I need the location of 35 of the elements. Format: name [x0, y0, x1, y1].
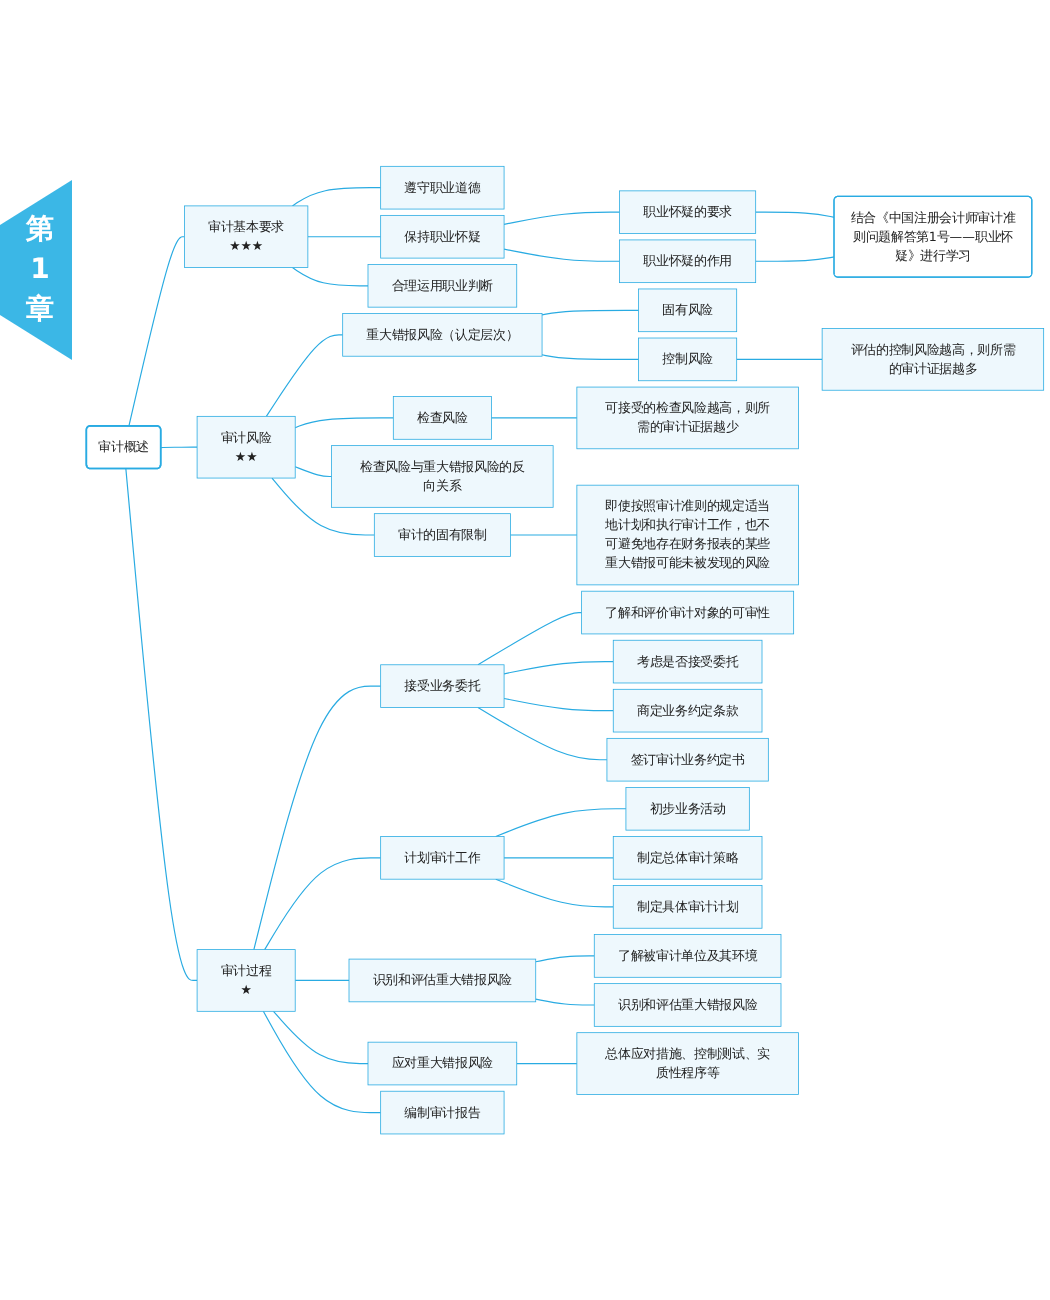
- connector: [535, 955, 595, 963]
- connector: [307, 236, 382, 238]
- connector: [755, 211, 835, 218]
- connector: [125, 468, 198, 981]
- connector: [541, 309, 640, 316]
- connector: [253, 685, 382, 951]
- connector: [495, 808, 627, 837]
- connector: [503, 248, 621, 262]
- connector: [291, 266, 369, 287]
- connector: [294, 417, 394, 429]
- connector: [736, 358, 823, 360]
- connector: [503, 211, 621, 225]
- chapter-label: 第1章: [24, 212, 56, 330]
- connector: [477, 611, 583, 666]
- connector: [264, 857, 382, 951]
- connector: [128, 236, 186, 427]
- connector: [265, 334, 344, 417]
- connector: [490, 417, 578, 419]
- connector: [503, 697, 614, 712]
- connector: [495, 878, 614, 908]
- connector: [294, 465, 333, 477]
- connector: [541, 354, 640, 360]
- connector: [503, 857, 614, 859]
- connector: [503, 660, 614, 675]
- connector: [271, 477, 375, 536]
- connector: [272, 1010, 369, 1064]
- connector: [262, 1010, 382, 1114]
- connector: [535, 998, 595, 1006]
- connector: [516, 1062, 578, 1064]
- connector: [294, 979, 350, 981]
- connector: [755, 256, 835, 262]
- connector: [477, 706, 608, 761]
- connector: [291, 186, 382, 207]
- connector: [160, 446, 198, 449]
- connector: [509, 534, 578, 536]
